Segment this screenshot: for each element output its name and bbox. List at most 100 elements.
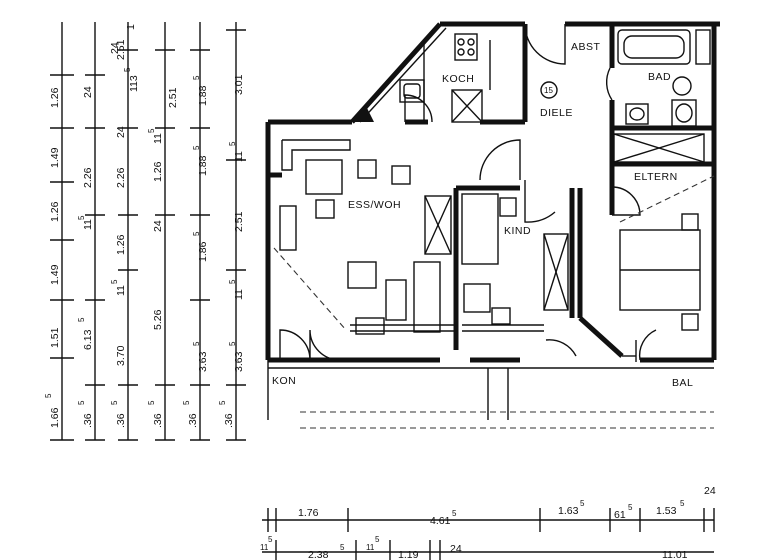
- label-abst: ABST: [571, 41, 601, 53]
- dim-bottom-2: 4.61: [430, 515, 451, 527]
- exterior-walls: [265, 21, 720, 363]
- dim-left-c2-4: 6.13: [82, 329, 94, 350]
- dim-left-c4-6-sup: 5: [147, 400, 156, 405]
- dim-left-c4-5: 5.26: [152, 309, 164, 330]
- dim-left-c6-4-sup: 5: [228, 279, 237, 284]
- balcony: [267, 360, 714, 429]
- living-room-furniture: [273, 139, 456, 335]
- dim-left-c5-5-sup: 5: [192, 341, 201, 346]
- dim-left-c2-2: 2.26: [82, 167, 94, 188]
- dim-bottom-r2-4: 5: [340, 543, 345, 552]
- dim-left-c6-5-sup: 5: [228, 341, 237, 346]
- label-ess-woh: ESS/WOH: [348, 199, 401, 211]
- label-balkon-right: BAL: [672, 377, 693, 389]
- dim-left-c2-3-sup: 5: [77, 215, 86, 220]
- dim-left-c2-4-sup: 5: [77, 317, 86, 322]
- dim-left-c5-4: 1.86: [197, 241, 209, 262]
- dim-left-c3-1: 2.51: [115, 39, 127, 60]
- door-swings: [279, 23, 657, 361]
- dim-left-c3-5: 11: [115, 285, 127, 296]
- dim-left-c6-2-sup: 5: [228, 141, 237, 146]
- dim-left-c3-5-sup: 5: [110, 279, 119, 284]
- dim-left-c3-2: 24: [115, 126, 127, 138]
- dim-top-1: 1: [125, 24, 137, 30]
- dim-bottom-3-sup: 5: [580, 499, 585, 508]
- dim-left-c5-2-sup: 5: [192, 75, 201, 80]
- dim-bottom-r2-3: 2.38: [308, 549, 329, 560]
- dim-bottom-4: 61: [614, 509, 626, 521]
- dim-left-c5-4-sup: 5: [192, 231, 201, 236]
- left-dimension-lines: 1.26 1.49 1.26 1.49 1.51 1.66 5 24 2.26 …: [44, 22, 246, 441]
- dim-left-c2-5-sup: 5: [77, 400, 86, 405]
- kitchen-fixtures: [352, 33, 491, 123]
- dim-bottom-2-sup: 5: [452, 509, 457, 518]
- dim-left-c5-2: 1.88: [197, 85, 209, 106]
- dim-left-c4-1-sup: 5: [123, 67, 132, 72]
- dim-bottom-5: 1.53: [656, 505, 677, 517]
- dim-left-c1-6-sup: 5: [44, 393, 53, 398]
- dim-left-c4-3: 1.26: [152, 161, 164, 182]
- dim-left-c3-7-sup: 5: [110, 400, 119, 405]
- label-marker: 15: [544, 86, 553, 95]
- dim-bottom-5-sup: 5: [680, 499, 685, 508]
- label-eltern: ELTERN: [634, 171, 678, 183]
- dim-left-c2-5: .36: [82, 413, 94, 428]
- dim-left-c5-1: 2.51: [167, 87, 179, 108]
- dim-bottom-r2-5: 11: [366, 543, 375, 552]
- dim-bottom-r2-7: 1.19: [398, 549, 419, 560]
- dim-bottom-3: 1.63: [558, 505, 579, 517]
- dim-bottom-6: 24: [704, 485, 716, 497]
- dim-left-c6-6: .36: [223, 413, 235, 428]
- label-koch: KOCH: [442, 73, 474, 85]
- bath-fixtures: [617, 29, 711, 127]
- dim-left-c4-2: 11: [152, 133, 164, 144]
- dim-bottom-4-sup: 5: [628, 503, 633, 512]
- dim-left-c1-3: 1.26: [49, 201, 61, 222]
- dim-top-24: 24: [109, 42, 121, 54]
- dim-left-c2-1: 24: [82, 86, 94, 98]
- dim-left-c4-1: 113: [128, 75, 140, 92]
- dim-left-c4-2-sup: 5: [147, 128, 156, 133]
- dim-bottom-r2-8: 24: [450, 543, 462, 555]
- dim-bottom-r2-6: 5: [375, 535, 380, 544]
- label-diele: DIELE: [540, 107, 573, 119]
- dim-left-c5-3-sup: 5: [192, 145, 201, 150]
- bedroom-furniture: [619, 175, 715, 331]
- dim-left-c1-2: 1.49: [49, 147, 61, 168]
- dim-left-c6-3: 2.51: [233, 211, 245, 232]
- dim-bottom-r2-1: 11: [260, 543, 269, 552]
- dim-bottom-1: 1.76: [298, 507, 319, 519]
- label-kind: KIND: [504, 225, 531, 237]
- dim-left-c3-7: .36: [115, 413, 127, 428]
- dim-bottom-r2-9: 11.01: [662, 549, 688, 560]
- dim-left-c5-5: 3.63: [197, 351, 209, 372]
- room-number-marker: [540, 81, 558, 99]
- bottom-dimension-lines: 1.76 4.61 5 1.63 5 61 5 1.53 5 24 11 5 2…: [260, 485, 716, 560]
- dim-left-c6-1: 3.01: [233, 74, 245, 95]
- dim-bottom-r2-2: 5: [268, 535, 273, 544]
- dim-left-c6-6-sup: 5: [218, 400, 227, 405]
- dim-left-c4-4: 24: [152, 220, 164, 232]
- dim-left-c1-6: 1.66: [49, 407, 61, 428]
- dim-left-c3-6: 3.70: [115, 345, 127, 366]
- dim-left-c5-6-sup: 5: [182, 400, 191, 405]
- dim-left-c6-2: 11: [233, 151, 245, 162]
- label-balkon-left: KON: [272, 375, 296, 387]
- dim-left-c5-3: 1.88: [197, 155, 209, 176]
- child-room-furniture: [461, 193, 544, 332]
- dim-left-c6-4: 11: [233, 289, 245, 300]
- dim-left-c2-3: 11: [82, 219, 94, 230]
- dim-left-c4-6: .36: [152, 413, 164, 428]
- room-labels: KOCH ABST BAD 15 DIELE ESS/WOH KIND ELTE…: [272, 41, 693, 389]
- dim-left-c1-1: 1.26: [49, 87, 61, 108]
- label-bad: BAD: [648, 71, 671, 83]
- dim-left-c1-5: 1.51: [49, 327, 61, 348]
- interior-walls: [268, 24, 714, 362]
- dim-left-c6-5: 3.63: [233, 351, 245, 372]
- dim-left-c3-3: 2.26: [115, 167, 127, 188]
- dim-left-c3-4: 1.26: [115, 234, 127, 255]
- wardrobes: [424, 133, 705, 311]
- dim-left-c5-6: .36: [187, 413, 199, 428]
- dim-left-c1-4: 1.49: [49, 264, 61, 285]
